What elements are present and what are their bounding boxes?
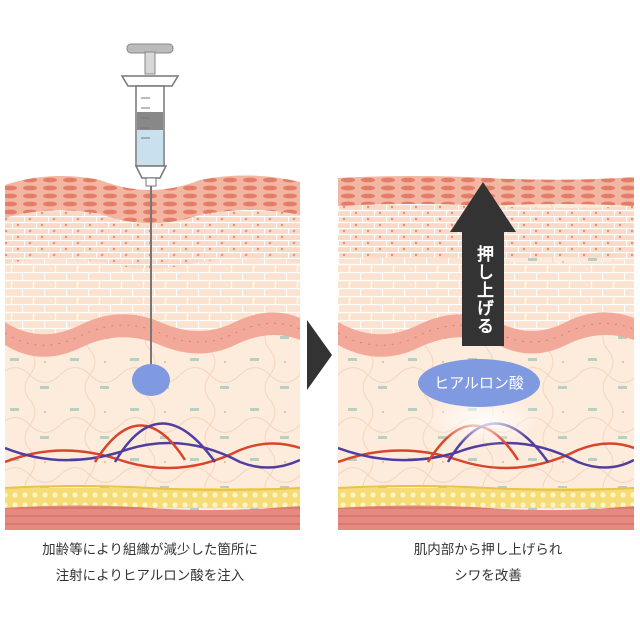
right-caption: 肌内部から押し上げられ シワを改善 [338,537,638,589]
hyaluronic-bubble [418,359,540,407]
hyaluronic-label: ヒアルロン酸 [434,374,524,392]
left-skin-panel [0,0,300,640]
right-caption-line2: シワを改善 [454,568,522,584]
push-up-label-text: 押し上げる [473,245,493,335]
push-up-arrow-icon [450,182,516,346]
left-caption-line1: 加齢等により組織が減少した箇所に [42,542,258,558]
hyaluronic-injection-blob [132,364,170,396]
syringe-icon [120,43,180,187]
process-arrow-icon [304,320,334,394]
blood-vessel-blue [5,441,300,469]
blood-vessel-red [5,442,300,470]
left-caption: 加齢等により組織が減少した箇所に 注射によりヒアルロン酸を注入 [0,537,300,589]
push-up-label: 押し上げる [466,238,500,342]
left-caption-line2: 注射によりヒアルロン酸を注入 [55,568,245,584]
right-caption-line1: 肌内部から押し上げられ [413,542,563,558]
right-skin-panel: 押し上げる ヒアルロン酸 [338,0,640,640]
